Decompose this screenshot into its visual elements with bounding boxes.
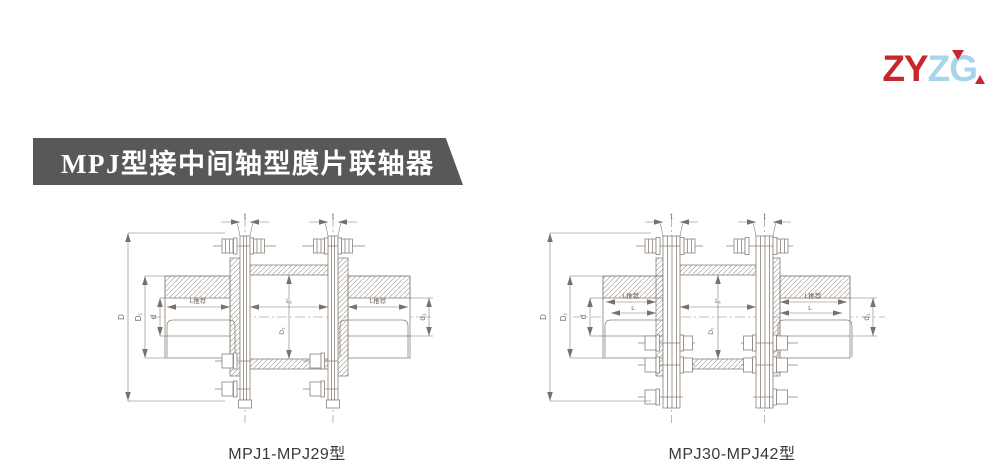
dimension-D1: D₁ (559, 275, 603, 359)
dim-label-D: D (539, 314, 548, 320)
dim-label-d1: d₁ (862, 313, 871, 320)
dim-label-D1: D₁ (559, 312, 568, 321)
dimension-D1: D₁ (134, 275, 165, 359)
dimension-L-rec-right: L推荐 L (780, 291, 847, 316)
logo-text-zy: ZY (882, 48, 928, 89)
dim-label-L: L (808, 305, 812, 312)
dim-label-d: d (149, 315, 158, 319)
section-title-banner: MPJ型接中间轴型膜片联轴器 (33, 138, 463, 185)
figure-mpj1-mpj29: D D₁ d t t L推荐 L推荐 L₁ (113, 209, 443, 464)
coupling-drawing-mpj30-mpj42: D D₁ d t t L推荐 L L推荐 L (539, 212, 885, 423)
diaphragm-pack-left (662, 235, 681, 409)
dimension-t-left: t (645, 212, 698, 237)
lower-bolts-right (741, 334, 798, 406)
dim-label-L: L (631, 305, 635, 312)
figure-caption: MPJ30-MPJ42型 (668, 446, 796, 463)
brand-logo: ZYZG (882, 48, 986, 92)
dimension-t-right: t (738, 212, 791, 237)
dimension-d1: d₁ (410, 297, 433, 337)
dim-label-D2: D₂ (279, 327, 286, 335)
dimension-d1: d₁ (850, 297, 877, 337)
lower-bolts-left (638, 334, 695, 406)
dim-label-D2: D₂ (708, 327, 715, 335)
lower-bolts-left (215, 352, 250, 398)
top-bolt-left (213, 237, 276, 255)
dim-label-L1: L₁ (715, 298, 722, 305)
dim-label-t: t (244, 212, 247, 221)
top-bolt-right (302, 237, 365, 255)
figure-mpj30-mpj42: D D₁ d t t L推荐 L L推荐 L (533, 209, 893, 464)
left-hub (164, 275, 236, 359)
diaphragm-pack-right (755, 235, 774, 409)
right-hub (339, 275, 411, 359)
dim-label-L-rec: L推荐 (623, 291, 640, 300)
top-bolt-left (636, 237, 703, 255)
dimension-D: D (117, 232, 225, 402)
dimension-L-rec-left: L推荐 (167, 296, 230, 310)
figure-caption: MPJ1-MPJ29型 (228, 446, 346, 463)
dimension-L-rec-left: L推荐 L (606, 291, 656, 316)
diaphragm-pack-right (326, 235, 340, 409)
dimension-D2: D₂ (279, 275, 292, 359)
dimension-t-left: t (221, 212, 269, 237)
page-title: MPJ型接中间轴型膜片联轴器 (61, 149, 435, 179)
diaphragm-pack-left (238, 235, 252, 409)
dim-label-L-rec: L推荐 (370, 296, 387, 305)
right-hub (777, 275, 853, 359)
dim-label-t: t (763, 212, 766, 221)
dim-label-L1: L₁ (286, 298, 293, 305)
coupling-drawing-mpj1-mpj29: D D₁ d t t L推荐 L推荐 L₁ (117, 212, 433, 423)
logo-accent-triangle-bottom-icon (975, 75, 986, 84)
dim-label-d: d (579, 315, 588, 319)
dim-label-t: t (670, 212, 673, 221)
dimension-D: D (539, 232, 651, 402)
dimension-t-right: t (309, 212, 357, 237)
top-bolt-right (726, 237, 793, 255)
right-flange (337, 257, 349, 377)
dim-label-D1: D₁ (134, 312, 143, 321)
dim-label-D: D (117, 314, 126, 320)
dimension-D2: D₂ (708, 275, 721, 359)
lower-bolts-right (303, 352, 338, 398)
dim-label-L-rec: L推荐 (805, 291, 822, 300)
dimension-L-rec-right: L推荐 (348, 296, 408, 310)
dim-label-d1: d₁ (418, 313, 427, 320)
dimension-d: d (579, 297, 603, 337)
logo-accent-triangle-top-icon (952, 50, 965, 60)
dim-label-t: t (332, 212, 335, 221)
dim-label-L-rec: L推荐 (190, 296, 207, 305)
dimension-d: d (149, 297, 165, 337)
